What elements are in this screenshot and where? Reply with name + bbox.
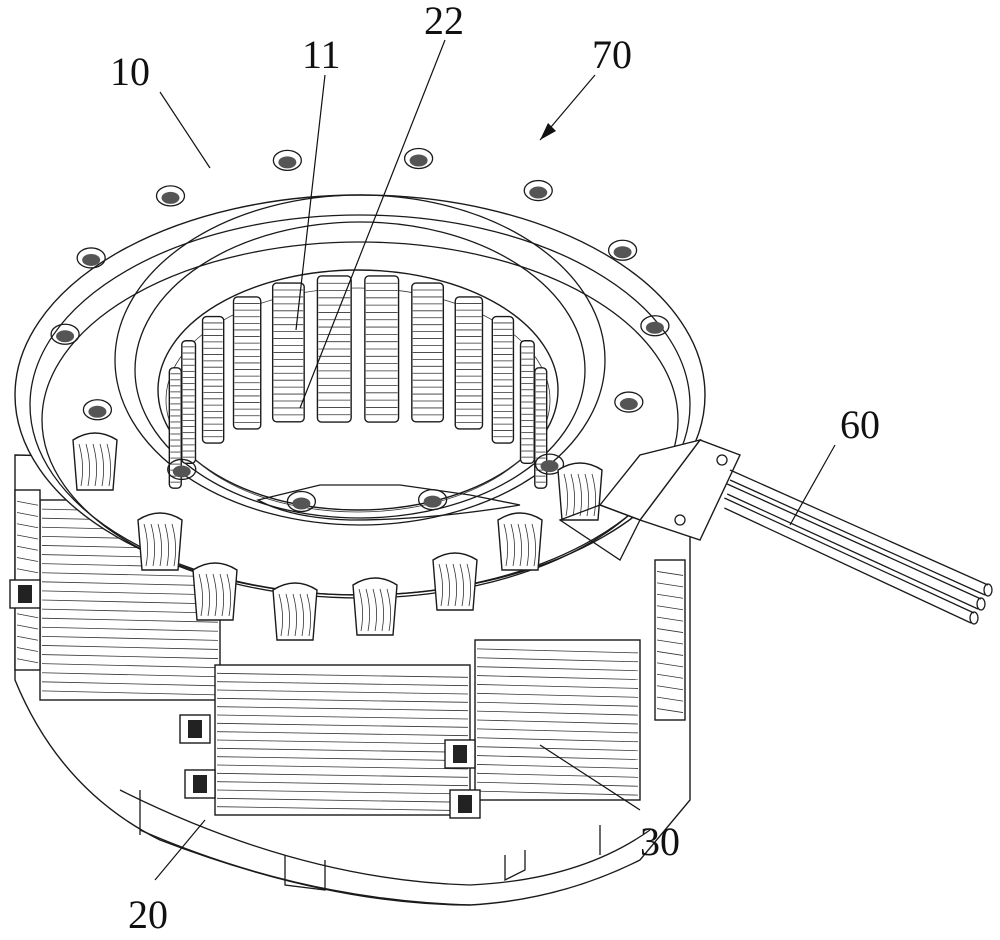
slot-window (272, 582, 318, 641)
coil-clip-hole (453, 745, 467, 763)
ring-hole (82, 399, 113, 421)
bore-bottom (256, 484, 521, 521)
slot-window (497, 512, 543, 571)
ring-hole-inner (56, 330, 75, 343)
ring-slot-windows (72, 432, 603, 641)
ring-hole (614, 391, 644, 413)
label-22: 22 (424, 0, 464, 43)
slot-window (432, 552, 478, 611)
ring-hole-inner (278, 156, 297, 169)
reference-labels: 10 11 22 70 60 30 20 (110, 0, 880, 937)
ring-hole-inner (540, 460, 559, 473)
ring-hole-inner (409, 154, 428, 167)
ring-hole-inner (423, 495, 442, 508)
ring-hole-inner (613, 246, 632, 259)
lead-wires-60 (724, 469, 993, 625)
stator-tooth (201, 315, 225, 444)
stator-teeth-11 (168, 275, 548, 489)
stator-tooth (491, 315, 515, 444)
lead-wire (726, 483, 986, 611)
ring-hole-inner (292, 497, 311, 510)
ring-hole (155, 185, 186, 207)
ring-hole-inner (619, 398, 638, 411)
ring-hole (403, 147, 434, 170)
slot-window (192, 562, 238, 621)
lead-wire (724, 497, 979, 625)
coil-clip (9, 579, 41, 609)
stator-tooth (519, 340, 535, 464)
stator-tooth (454, 296, 484, 430)
ring-hole (640, 315, 670, 337)
ring-hole-inner (161, 191, 180, 204)
ring-hole (417, 488, 448, 511)
slot-window (557, 462, 603, 521)
ring-hole (286, 490, 317, 513)
ring-holes (50, 147, 670, 513)
ring-hole-inner (172, 465, 191, 478)
coil-clip (184, 769, 216, 799)
ring-hole (523, 179, 553, 202)
lead-wire (729, 469, 993, 597)
coil-far-right (654, 559, 686, 721)
coil-clip-hole (193, 775, 207, 793)
label-20: 20 (128, 892, 168, 937)
coil-clip-hole (458, 795, 472, 813)
stator-tooth (181, 340, 197, 464)
leader-lines (154, 39, 836, 881)
ring-hole-inner (82, 253, 101, 266)
slot-window (352, 577, 398, 636)
ring-hole-inner (88, 405, 107, 418)
ring-hole (167, 458, 197, 481)
coil-clip-hole (18, 585, 32, 603)
coil-center (214, 664, 471, 816)
stator-tooth (364, 275, 400, 423)
coil-right (474, 639, 641, 801)
ring-hole (607, 239, 638, 261)
label-60: 60 (840, 402, 880, 447)
stator-tooth (411, 282, 445, 423)
ring-hole (76, 247, 106, 269)
ring-hole (50, 323, 80, 345)
label-10: 10 (110, 49, 150, 94)
ring-hole (272, 149, 303, 172)
slot-window (72, 432, 118, 491)
slot-window (137, 512, 183, 571)
stator-tooth (271, 282, 305, 423)
coil-clip-hole (188, 720, 202, 738)
ring-hole (534, 453, 565, 475)
stator-tooth (316, 275, 352, 423)
label-11: 11 (302, 32, 341, 77)
label-70: 70 (592, 32, 632, 77)
label-30: 30 (640, 819, 680, 864)
connector-block (558, 438, 741, 561)
ring-hole-inner (529, 186, 548, 199)
stator-tooth (232, 296, 262, 430)
ring-hole-inner (645, 321, 664, 334)
